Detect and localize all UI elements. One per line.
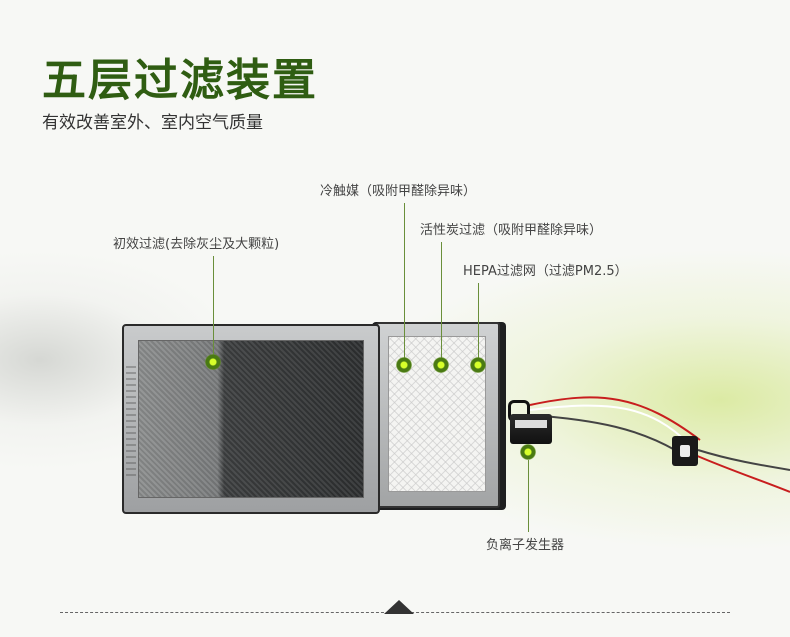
callout-dot-activated-carbon [433, 357, 449, 373]
primary-filter-mesh [138, 340, 364, 498]
ion-generator-sticker [515, 420, 547, 428]
callout-label-ion-generator: 负离子发生器 [486, 538, 565, 553]
callout-label-cold-catalyst: 冷触媒（吸附甲醛除异味） [320, 184, 477, 199]
page-title: 五层过滤装置 [42, 55, 318, 106]
callout-label-primary: 初效过滤(去除灰尘及大颗粒) [113, 237, 280, 252]
footer-arrow-icon [384, 600, 414, 614]
primary-filter [122, 324, 380, 514]
callout-dot-cold-catalyst [396, 357, 412, 373]
callout-line-primary [213, 256, 214, 356]
ion-generator-module [510, 414, 552, 444]
page-subtitle: 有效改善室外、室内空气质量 [42, 113, 263, 133]
callout-line-ion-generator [528, 460, 529, 532]
callout-line-cold-catalyst [404, 203, 405, 359]
wire-connector [672, 436, 698, 466]
callout-dot-hepa [470, 357, 486, 373]
filter-side-marking [126, 366, 136, 476]
callout-line-hepa [478, 283, 479, 359]
callout-label-hepa: HEPA过滤网（过滤PM2.5） [463, 264, 628, 279]
callout-line-activated-carbon [441, 242, 442, 359]
callout-label-activated-carbon: 活性炭过滤（吸附甲醛除异味） [420, 223, 603, 238]
callout-dot-ion-generator [520, 444, 536, 460]
callout-dot-primary [205, 354, 221, 370]
